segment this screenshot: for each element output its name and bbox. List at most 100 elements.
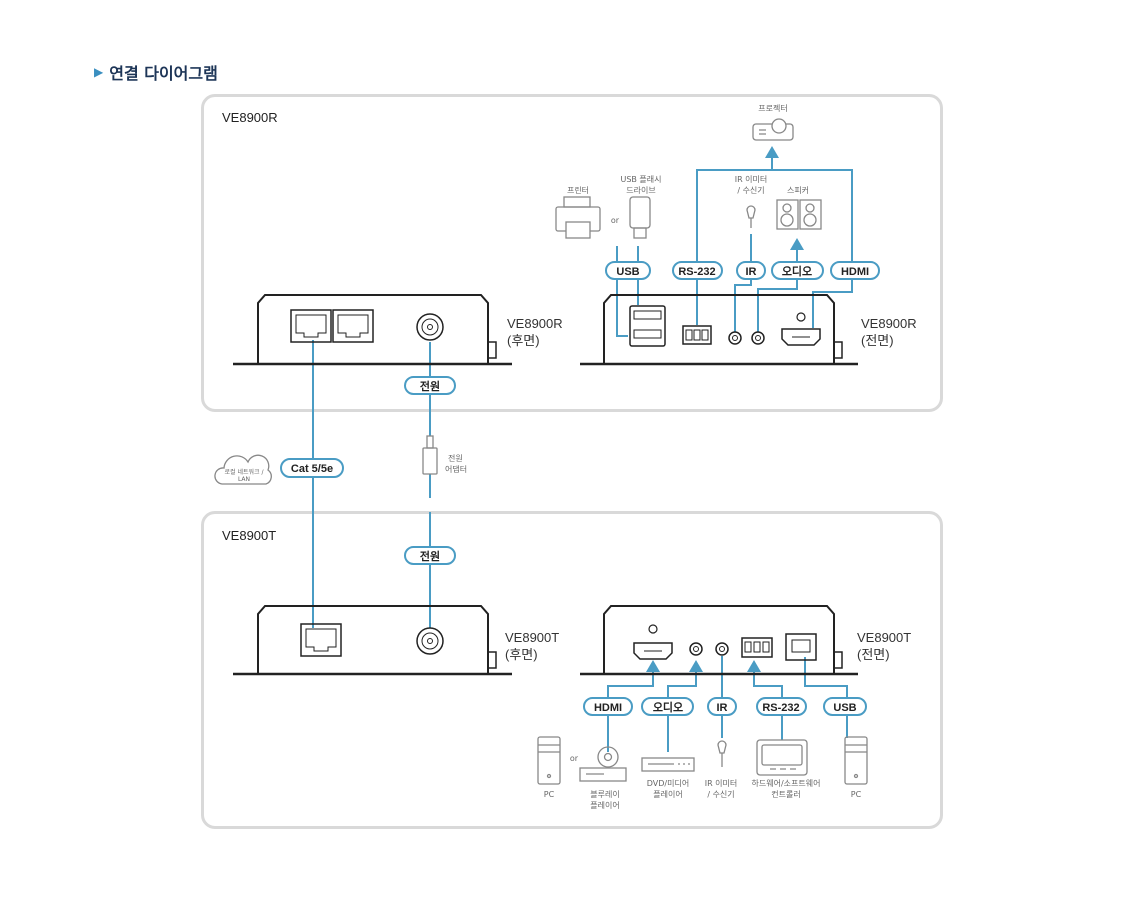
pc-right-label: PC <box>851 790 862 799</box>
pill-rs232-receiver-label: RS-232 <box>678 266 715 278</box>
rj45-port-1 <box>290 309 332 343</box>
speaker-icon <box>776 199 822 230</box>
page-title: ▶ 연결 다이어그램 <box>94 60 218 84</box>
usb-b-port <box>785 633 817 661</box>
usb-drive-label-2: 드라이브 <box>626 185 655 195</box>
ir-jack <box>715 642 729 656</box>
pill-usb-receiver-label: USB <box>616 266 639 278</box>
pill-rs232-transmitter <box>756 697 807 716</box>
receiver-rear-name: VE8900R <box>507 316 563 331</box>
ir-emitter-icon <box>746 205 756 228</box>
pill-rs232-transmitter-label: RS-232 <box>762 702 799 714</box>
ir-label-1-transmitter: IR 이미터 <box>705 778 738 788</box>
pill-cat5 <box>280 458 344 478</box>
pill-ir-receiver <box>736 261 766 280</box>
power-adapter-icon <box>422 435 438 475</box>
pill-power-receiver-label: 전원 <box>420 379 440 393</box>
speaker-arrow-head <box>790 238 804 250</box>
dvd-label-1: DVD/미디어 <box>647 778 689 788</box>
transmitter-panel <box>201 511 943 829</box>
receiver-rs232-cable <box>696 169 853 328</box>
ir-jack <box>728 331 742 345</box>
pill-hdmi-transmitter <box>583 697 633 716</box>
pill-ir-transmitter <box>707 697 737 716</box>
controller-label-1: 하드웨어/소프트웨어 <box>752 778 821 788</box>
bluray-player-icon <box>579 746 627 782</box>
ir-label-2-transmitter: / 수신기 <box>707 790 734 799</box>
usb-drive-label-1: USB 플래시 <box>620 175 661 184</box>
hdmi-arrow-head <box>646 660 660 672</box>
or-label-receiver: or <box>611 216 620 225</box>
transmitter-front-name: VE8900T <box>857 630 911 645</box>
transmitter-rear-side: (후면) <box>505 647 538 662</box>
pill-hdmi-receiver <box>830 261 880 280</box>
pill-usb-transmitter-label: USB <box>833 702 856 714</box>
projector-icon <box>752 118 794 141</box>
projector-label: 프로젝터 <box>758 103 787 113</box>
printer-label: 프린터 <box>567 185 589 195</box>
hdmi-port <box>633 642 673 660</box>
pc-left-label: PC <box>544 790 555 799</box>
audio-jack <box>751 331 765 345</box>
receiver-front-name: VE8900R <box>861 316 917 331</box>
bluray-label-1: 블루레이 <box>590 789 619 799</box>
pill-usb-receiver <box>605 261 651 280</box>
transmitter-audio-cable <box>667 668 697 752</box>
usb-drive-icon <box>629 196 651 239</box>
transmitter-front-device <box>580 605 858 676</box>
network-label-1: 로컬 네트워크 / <box>225 468 265 476</box>
pill-usb-transmitter <box>823 697 867 716</box>
receiver-rear-side: (후면) <box>507 333 540 348</box>
triangle-bullet-icon: ▶ <box>94 65 104 79</box>
pill-audio-receiver <box>771 261 824 280</box>
power-jack <box>416 627 444 655</box>
dvd-player-icon <box>641 757 695 772</box>
title-text: 연결 다이어그램 <box>109 64 218 83</box>
usb-a-port-stack <box>629 305 666 347</box>
pill-hdmi-transmitter-label: HDMI <box>594 702 622 714</box>
pill-audio-receiver-label: 오디오 <box>782 264 812 278</box>
ir-emitter-icon-transmitter <box>717 740 727 767</box>
receiver-ir-cable <box>734 234 752 332</box>
rs232-arrow-head <box>747 660 761 672</box>
ir-label-2-receiver: / 수신기 <box>737 186 764 195</box>
audio-arrow-head <box>689 660 703 672</box>
transmitter-hdmi-cable <box>607 668 654 752</box>
rj45-port-2 <box>332 309 374 343</box>
network-label-2: LAN <box>238 476 250 483</box>
adapter-label-2: 어댑터 <box>445 464 467 474</box>
receiver-panel-label: VE8900R <box>222 110 278 125</box>
controller-icon <box>756 739 808 776</box>
pill-power-transmitter-label: 전원 <box>420 549 440 563</box>
pill-rs232-receiver <box>672 261 723 280</box>
transmitter-rear-device <box>233 605 512 676</box>
pill-ir-receiver-label: IR <box>746 266 757 278</box>
receiver-panel <box>201 94 943 412</box>
cables <box>312 152 853 628</box>
receiver-rear-device <box>233 294 512 366</box>
adapter-label-1: 전원 <box>448 453 463 463</box>
projector-arrow-head <box>765 146 779 158</box>
audio-jack <box>689 642 703 656</box>
pill-cat5-label: Cat 5/5e <box>291 463 333 475</box>
pill-ir-transmitter-label: IR <box>717 702 728 714</box>
bluray-label-2: 플레이어 <box>590 800 619 810</box>
dvd-label-2: 플레이어 <box>653 789 682 799</box>
hdmi-port <box>781 328 821 346</box>
receiver-front-device <box>580 294 858 366</box>
pc-tower-icon-right <box>844 736 868 785</box>
transmitter-rear-name: VE8900T <box>505 630 559 645</box>
rs232-terminal <box>741 637 773 658</box>
speaker-label: 스피커 <box>787 186 809 195</box>
receiver-audio-cable <box>757 245 798 332</box>
pill-hdmi-receiver-label: HDMI <box>841 266 869 278</box>
power-jack <box>416 313 444 341</box>
controller-label-2: 컨트롤러 <box>771 789 800 799</box>
transmitter-front-side: (전면) <box>857 647 890 662</box>
printer-icon <box>555 196 601 239</box>
pill-power-receiver <box>404 376 456 395</box>
pc-tower-icon-left <box>537 736 561 785</box>
ir-label-1-receiver: IR 이미터 <box>735 174 768 184</box>
rs232-terminal <box>682 325 712 345</box>
